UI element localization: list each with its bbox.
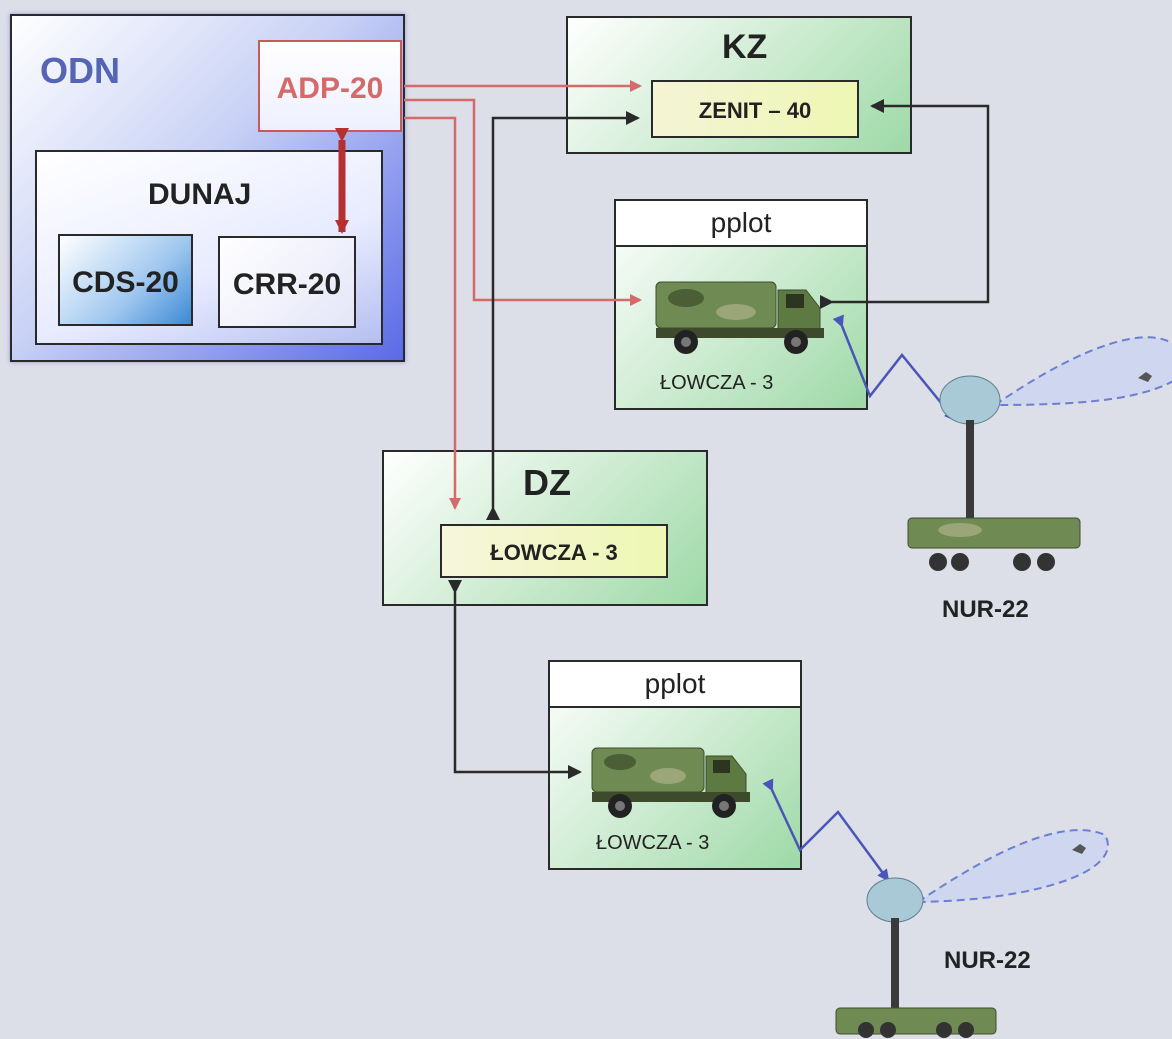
truck-top-radar-link bbox=[832, 314, 957, 422]
truck-top-icon bbox=[655, 281, 824, 354]
radar-bottom-icon bbox=[835, 829, 1109, 1038]
pplot-bottom-title: pplot bbox=[550, 662, 800, 708]
adp-to-pplot-top-link bbox=[404, 98, 642, 306]
kz-title: KZ bbox=[722, 28, 768, 66]
adp-to-dz-link bbox=[404, 116, 461, 510]
truck-bottom-icon bbox=[591, 747, 750, 818]
odn-title: ODN bbox=[40, 50, 120, 91]
truck-bottom-radar-link bbox=[762, 778, 890, 882]
radar-top-icon bbox=[907, 336, 1172, 571]
crr-20-box: CRR-20 bbox=[218, 236, 356, 328]
dz-lowcza-box: ŁOWCZA - 3 bbox=[440, 524, 668, 578]
radar-top-label: NUR-22 bbox=[942, 596, 1029, 623]
pplot-top-vehicle-label: ŁOWCZA - 3 bbox=[660, 372, 774, 394]
dz-to-zenit-link bbox=[486, 111, 640, 520]
dz-to-pplot-bottom-link bbox=[448, 580, 582, 779]
adp-20-box: ADP-20 bbox=[258, 40, 402, 132]
radar-bottom-label: NUR-22 bbox=[944, 947, 1031, 974]
pplot-top-to-zenit-link bbox=[820, 99, 990, 309]
cds-20-box: CDS-20 bbox=[58, 234, 193, 326]
dunaj-title: DUNAJ bbox=[148, 178, 252, 211]
pplot-bottom-vehicle-label: ŁOWCZA - 3 bbox=[596, 832, 710, 854]
